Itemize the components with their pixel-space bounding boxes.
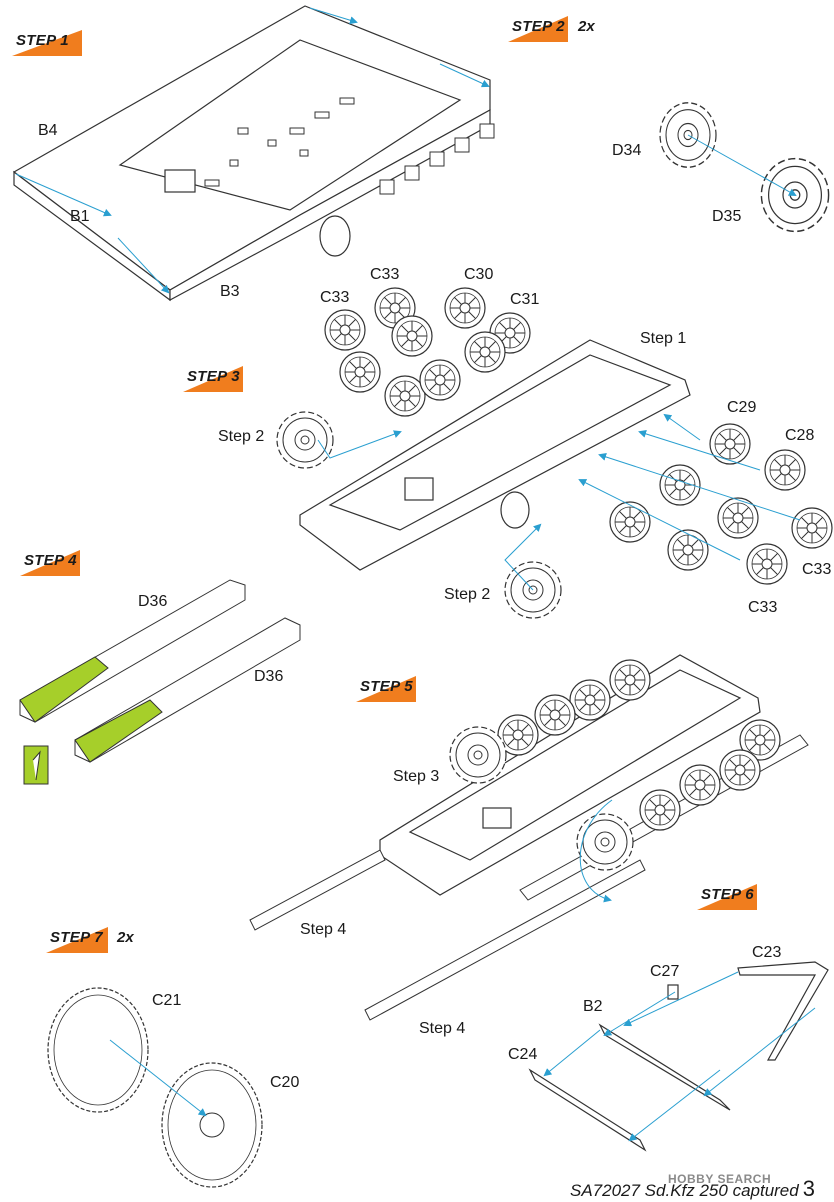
part-label-d35: D35 [712, 208, 742, 225]
badge-triangle-icon [356, 676, 416, 702]
ref-step-3: Step 3 [393, 768, 440, 785]
step-6-badge: STEP 6 [697, 884, 757, 910]
badge-triangle-icon [20, 550, 80, 576]
part-label-b3: B3 [220, 283, 240, 300]
part-label-c33: C33 [370, 266, 400, 283]
part-label-c33: C33 [748, 599, 778, 616]
part-label-c20: C20 [270, 1074, 300, 1091]
step-2-sprocket [659, 102, 830, 233]
step-6-label: STEP 6 [701, 886, 754, 903]
badge-triangle-icon [183, 366, 243, 392]
step-1-label: STEP 1 [16, 32, 69, 49]
badge-triangle-icon [697, 884, 757, 910]
part-label-c23: C23 [752, 944, 782, 961]
page-number: 3 [802, 1176, 815, 1201]
part-label-c31: C31 [510, 291, 540, 308]
step-4-label: STEP 4 [24, 552, 77, 569]
step-5-assembly [249, 654, 809, 1021]
part-label-c28: C28 [785, 427, 815, 444]
ref-step-2: Step 2 [218, 428, 265, 445]
badge-triangle-icon [46, 927, 108, 953]
part-label-b4: B4 [38, 122, 58, 139]
part-label-c33: C33 [320, 289, 350, 306]
part-label-d34: D34 [612, 142, 642, 159]
step-7-badge: STEP 7 [46, 927, 108, 953]
step-7-label: STEP 7 [50, 929, 103, 946]
ref-step-1: Step 1 [640, 330, 687, 347]
part-label-c33: C33 [802, 561, 832, 578]
part-label-c24: C24 [508, 1046, 538, 1063]
step-7-wheels [47, 987, 263, 1188]
ref-step-4: Step 4 [419, 1020, 466, 1037]
part-label-c30: C30 [464, 266, 494, 283]
watermark: HOBBY SEARCH [668, 1172, 772, 1186]
part-label-d36: D36 [138, 593, 168, 610]
step-5-label: STEP 5 [360, 678, 413, 695]
step-6-suspension [528, 961, 829, 1152]
step-1-hull [12, 5, 495, 302]
part-label-c29: C29 [727, 399, 757, 416]
step-3-hull [299, 339, 691, 571]
footer-code: SA72027 Sd.Kfz 250 captured [570, 1181, 799, 1200]
step-2-badge: STEP 2 [508, 16, 568, 42]
part-label-c27: C27 [650, 963, 680, 980]
step-5-badge: STEP 5 [356, 676, 416, 702]
ref-step-4: Step 4 [300, 921, 347, 938]
badge-triangle-icon [12, 30, 82, 56]
step-2-label: STEP 2 [512, 18, 565, 35]
step-4-badge: STEP 4 [20, 550, 80, 576]
part-label-d36: D36 [254, 668, 284, 685]
step-3-label: STEP 3 [187, 368, 240, 385]
step-4-tracks [19, 579, 301, 785]
step-2-multiplier: 2x [578, 18, 595, 35]
step-7-multiplier: 2x [117, 929, 134, 946]
step-1-badge: STEP 1 [12, 30, 82, 56]
badge-triangle-icon [508, 16, 568, 42]
ref-step-2: Step 2 [444, 586, 491, 603]
part-label-b2: B2 [583, 998, 603, 1015]
step-3-badge: STEP 3 [183, 366, 243, 392]
part-label-b1: B1 [70, 208, 90, 225]
part-label-c21: C21 [152, 992, 182, 1009]
